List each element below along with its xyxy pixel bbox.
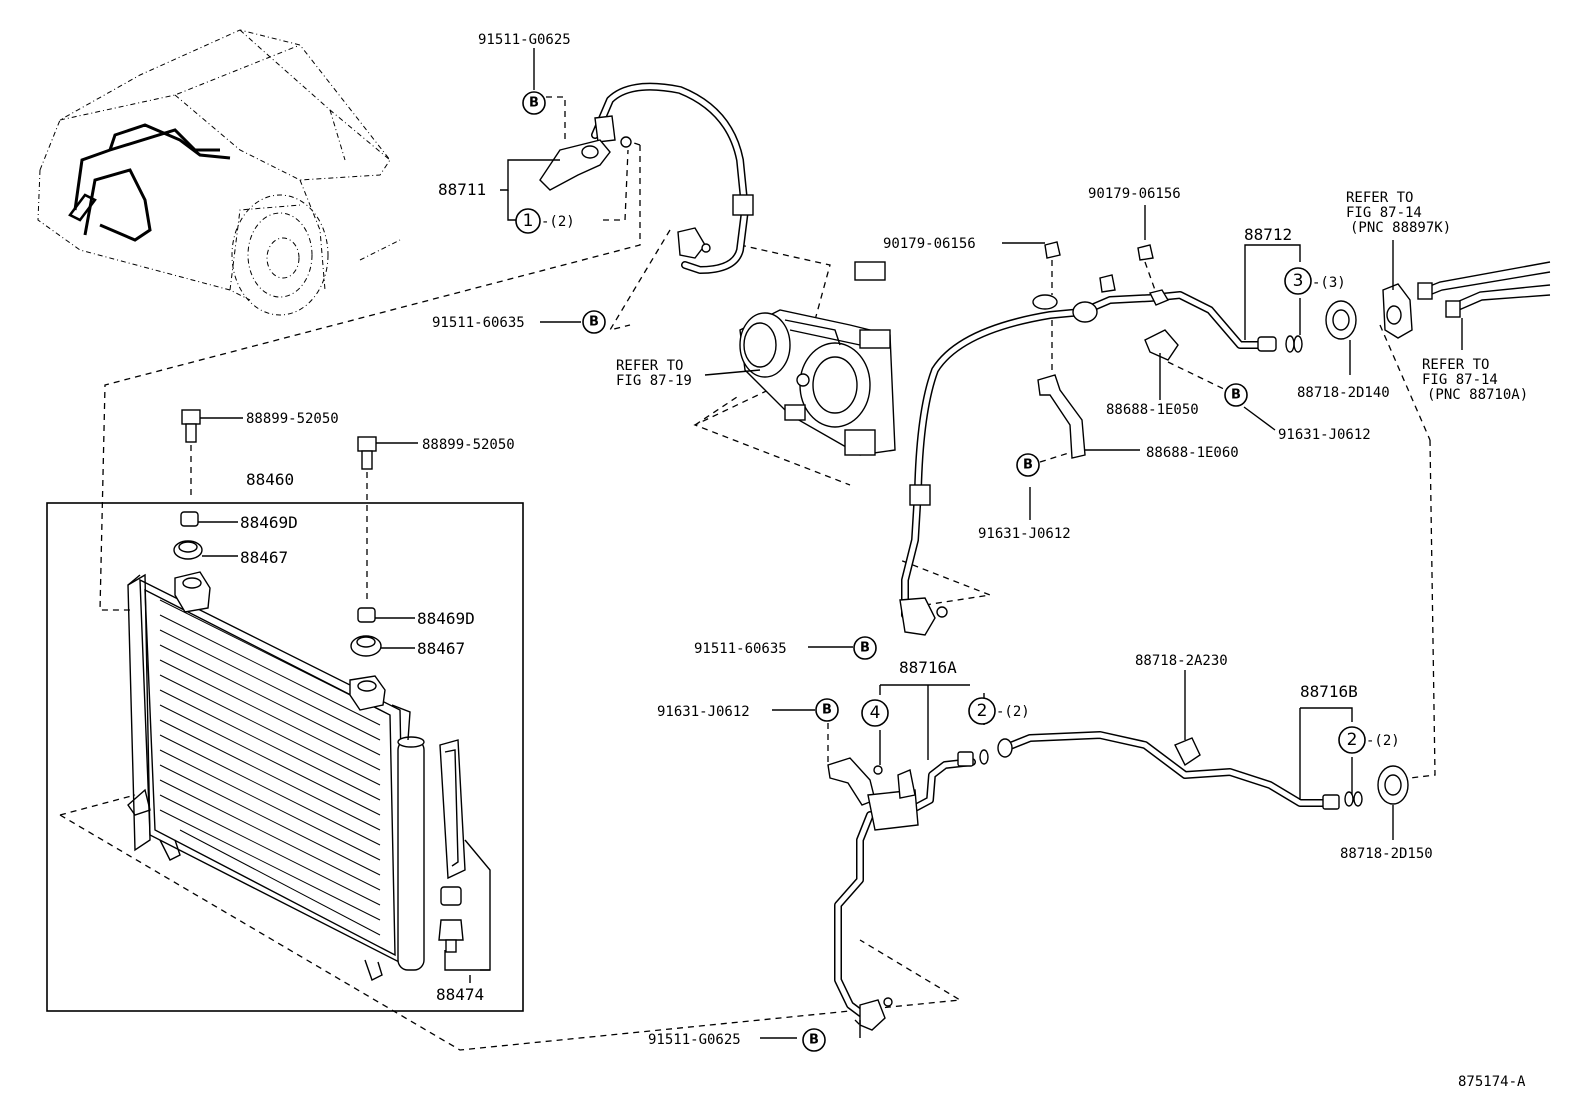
part-labels: 91511-G0625 88711 -(2) 91511-60635 REFER…	[240, 32, 1528, 1090]
svg-text:B: B	[589, 315, 599, 330]
label-qty-3: -(3)	[1312, 275, 1346, 291]
label-88718-2d140: 88718-2D140	[1297, 385, 1390, 401]
condenser-assembly-frame	[46, 502, 524, 1012]
label-90179-06156-b: 90179-06156	[883, 236, 976, 252]
label-qty-2b: -(2)	[1366, 733, 1400, 749]
label-refer-87-14k-line3: (PNC 88897K)	[1350, 220, 1451, 236]
svg-text:3: 3	[1293, 271, 1304, 291]
label-88469d-b: 88469D	[417, 609, 475, 628]
svg-text:B: B	[1231, 388, 1241, 403]
discharge-hose	[539, 82, 754, 274]
qty-marker-2b: 2	[1338, 726, 1366, 754]
label-88469d-a: 88469D	[240, 513, 298, 532]
label-88899-52050-a: 88899-52050	[246, 411, 339, 427]
fittings-right	[1325, 261, 1551, 805]
label-90179-06156-a: 90179-06156	[1088, 186, 1181, 202]
label-refer-87-14a-line2: FIG 87-14	[1422, 372, 1498, 388]
svg-text:B: B	[1023, 458, 1033, 473]
label-88718-2a230: 88718-2A230	[1135, 653, 1228, 669]
label-88711: 88711	[438, 180, 486, 199]
qty-marker-4: 4	[861, 699, 889, 727]
assembly-reference-lines	[59, 139, 1436, 1051]
vehicle-outline-illustration	[37, 29, 401, 316]
b-marker-7: B	[1016, 453, 1040, 477]
label-qty-2a: -(2)	[996, 704, 1030, 720]
qty-marker-1: 1	[515, 208, 541, 234]
label-91511-g0625-bottom: 91511-G0625	[648, 1032, 741, 1048]
label-91511-60635-top: 91511-60635	[432, 315, 525, 331]
svg-text:2: 2	[977, 701, 988, 721]
svg-text:B: B	[809, 1033, 819, 1048]
compressor	[739, 261, 896, 456]
b-marker-5: B	[802, 1028, 826, 1052]
svg-text:B: B	[529, 96, 539, 111]
label-88899-52050-b: 88899-52050	[422, 437, 515, 453]
label-88474: 88474	[436, 985, 484, 1004]
suction-hose	[899, 241, 1303, 636]
label-91511-g0625-top: 91511-G0625	[478, 32, 571, 48]
label-refer-87-19-line1: REFER TO	[616, 358, 683, 374]
svg-text:B: B	[860, 641, 870, 656]
label-88688-1e060: 88688-1E060	[1146, 445, 1239, 461]
label-88712: 88712	[1244, 225, 1292, 244]
label-88467-b: 88467	[417, 639, 465, 658]
label-91511-60635-mid: 91511-60635	[694, 641, 787, 657]
svg-text:4: 4	[870, 703, 881, 723]
label-refer-87-19-line2: FIG 87-19	[616, 373, 692, 389]
label-88716b: 88716B	[1300, 682, 1358, 701]
label-qty-1: -(2)	[541, 214, 575, 230]
condenser-core	[127, 571, 491, 981]
label-91631-j0612-a: 91631-J0612	[1278, 427, 1371, 443]
b-marker-2: B	[582, 310, 606, 334]
label-91631-j0612-b: 91631-J0612	[978, 526, 1071, 542]
qty-marker-3: 3	[1284, 267, 1312, 295]
svg-text:2: 2	[1347, 730, 1358, 750]
label-88688-1e050: 88688-1E050	[1106, 402, 1199, 418]
label-88716a: 88716A	[899, 658, 957, 677]
diagram-id: 875174-A	[1458, 1074, 1526, 1090]
qty-marker-2a: 2	[968, 697, 996, 725]
b-marker-6: B	[1224, 383, 1248, 407]
svg-text:B: B	[822, 703, 832, 718]
liquid-tubes	[827, 712, 1363, 1031]
svg-text:1: 1	[523, 211, 534, 231]
label-88718-2d150: 88718-2D150	[1340, 846, 1433, 862]
b-marker-4: B	[815, 698, 839, 722]
leader-lines	[198, 48, 1463, 1039]
label-refer-87-14k-line1: REFER TO	[1346, 190, 1413, 206]
label-88460: 88460	[246, 470, 294, 489]
label-refer-87-14a-line1: REFER TO	[1422, 357, 1489, 373]
label-91631-j0612-c: 91631-J0612	[657, 704, 750, 720]
label-88467-a: 88467	[240, 548, 288, 567]
mounting-hardware	[173, 409, 382, 657]
label-refer-87-14a-line3: (PNC 88710A)	[1427, 387, 1528, 403]
label-refer-87-14k-line2: FIG 87-14	[1346, 205, 1422, 221]
b-marker-3: B	[853, 636, 877, 660]
b-marker-1: B	[522, 91, 546, 115]
